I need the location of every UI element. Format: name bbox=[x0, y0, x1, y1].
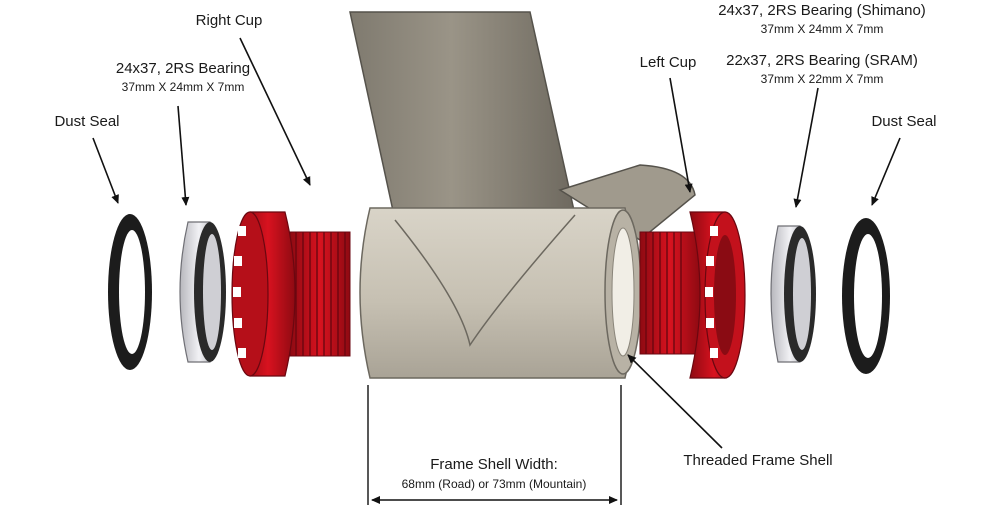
frame-shell bbox=[359, 207, 642, 379]
bearing-shimano-title: 24x37, 2RS Bearing (Shimano) bbox=[718, 2, 926, 19]
left-cup-label: Left Cup bbox=[639, 54, 697, 71]
right-cup-part bbox=[231, 211, 351, 377]
dust-seal-left-label: Dust Seal bbox=[54, 113, 120, 130]
leader-arrows bbox=[92, 37, 901, 449]
right-cup-label: Right Cup bbox=[195, 12, 263, 29]
dust-seal-right-part bbox=[842, 218, 890, 374]
bearing-sram-dims: 37mm X 22mm X 7mm bbox=[760, 72, 884, 86]
bearing-left-dims: 37mm X 24mm X 7mm bbox=[121, 80, 245, 94]
bearing-left-title: 24x37, 2RS Bearing bbox=[115, 60, 251, 77]
bearing-shimano-dims: 37mm X 24mm X 7mm bbox=[760, 22, 884, 36]
dust-seal-right-label: Dust Seal bbox=[871, 113, 937, 130]
threaded-frame-shell-label: Threaded Frame Shell bbox=[683, 452, 833, 469]
bearing-left-part bbox=[179, 221, 226, 363]
bearing-sram-title: 22x37, 2RS Bearing (SRAM) bbox=[726, 52, 918, 69]
bearing-right-part bbox=[770, 225, 816, 363]
frame-tubes bbox=[349, 11, 696, 241]
shell-width-dimension bbox=[367, 385, 622, 505]
left-cup-part bbox=[639, 211, 746, 379]
dust-seal-left-part bbox=[108, 214, 152, 370]
frame-shell-width-values: 68mm (Road) or 73mm (Mountain) bbox=[401, 477, 587, 491]
frame-shell-width-title: Frame Shell Width: bbox=[430, 456, 558, 473]
